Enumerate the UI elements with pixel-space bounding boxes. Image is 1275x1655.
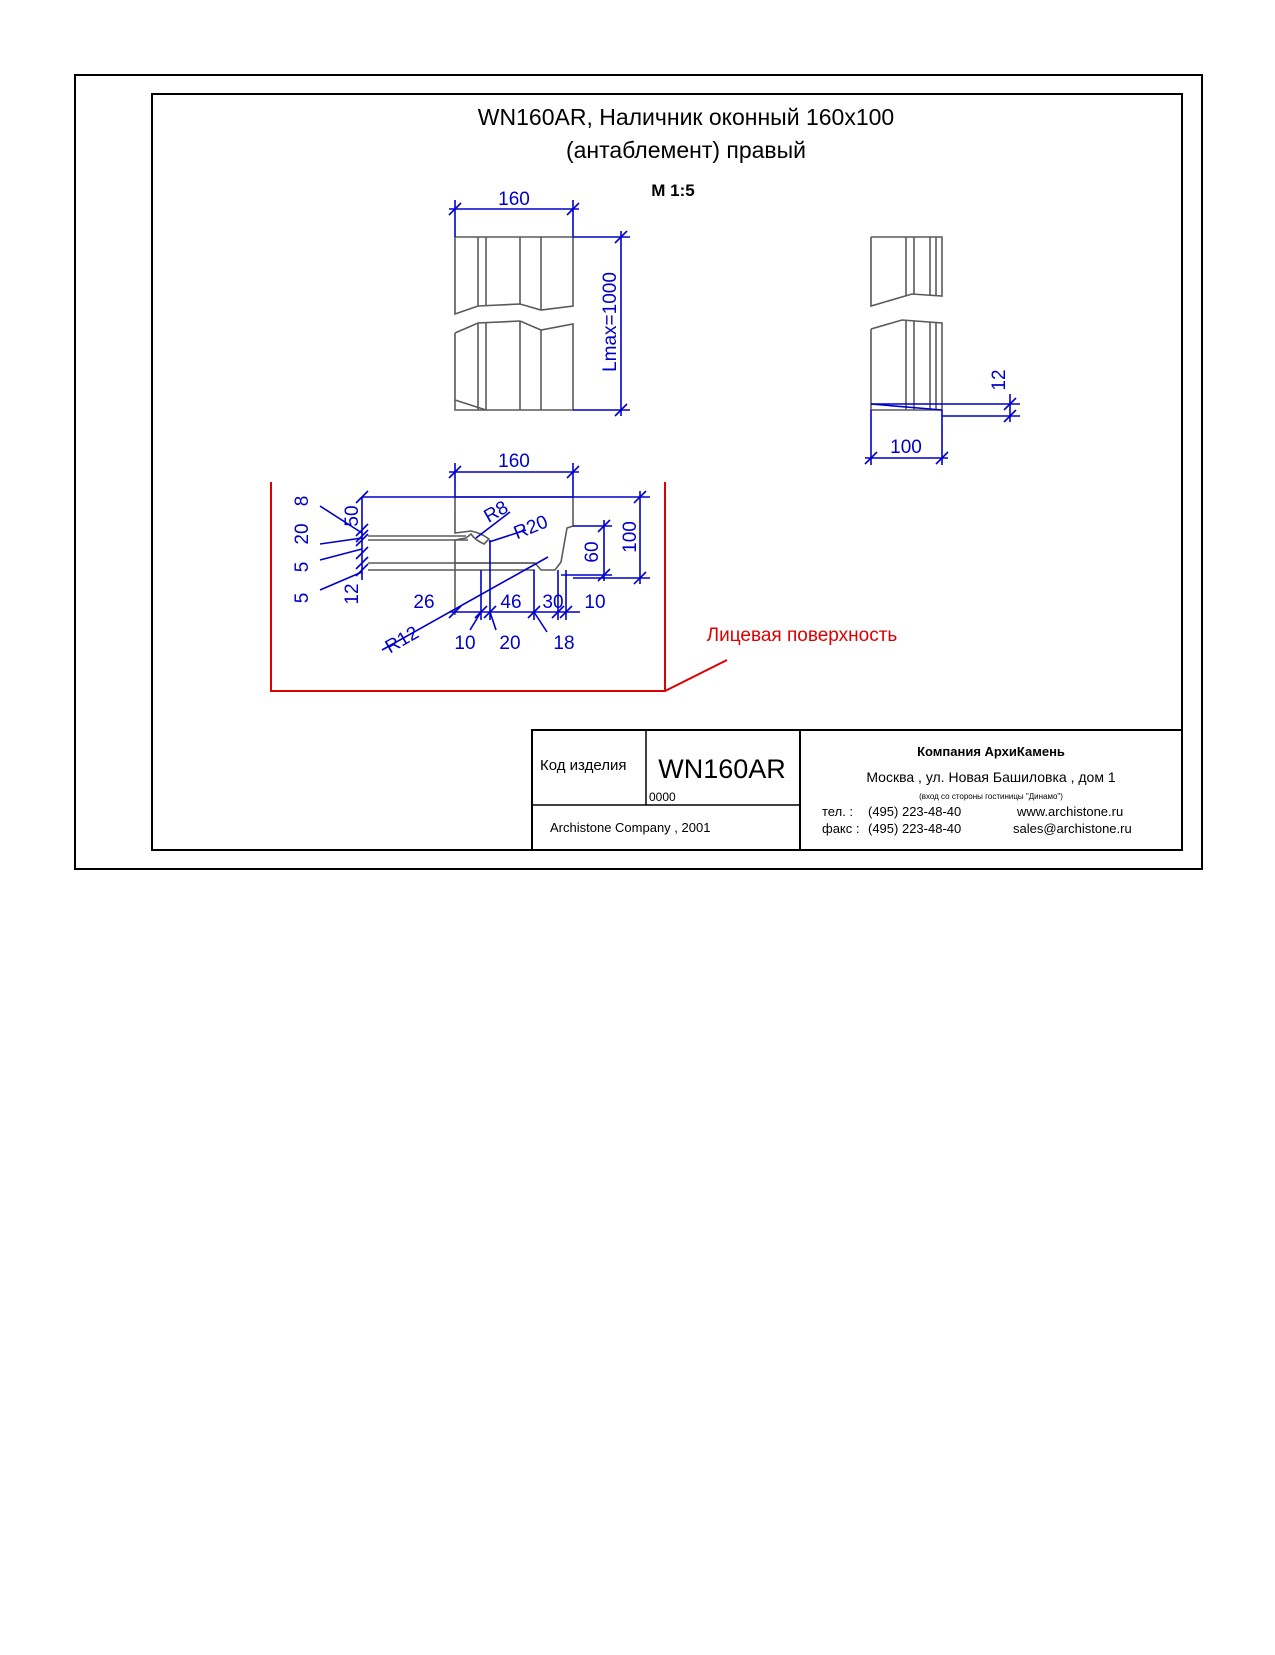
radius-r12-label: R12 — [382, 622, 423, 658]
face-surface-marker — [270, 482, 728, 692]
title-line-1: WN160AR, Наличник оконный 160x100 — [478, 104, 894, 130]
dim-30-label: 30 — [542, 592, 563, 613]
dim-26-label: 26 — [413, 592, 434, 613]
product-code-label: Код изделия — [540, 757, 626, 774]
scale-label: M 1:5 — [651, 181, 694, 200]
dim-10-bottom-label: 10 — [454, 633, 475, 654]
cross-section: 160 100 60 R8 R20 R12 — [270, 451, 898, 692]
section-60-dimension — [561, 519, 612, 582]
side-view: 12 100 — [864, 236, 1020, 465]
radius-leaders — [381, 511, 549, 651]
inner-frame — [151, 93, 1183, 851]
front-length-dimension — [573, 230, 630, 417]
section-60-label: 60 — [582, 541, 603, 562]
tel-label: тел. : — [822, 804, 853, 819]
outer-frame — [74, 74, 1203, 870]
side-width-dimension — [864, 410, 949, 465]
dim-50-label: 50 — [342, 505, 363, 526]
section-height-label: 100 — [620, 521, 641, 553]
section-width-dimension — [448, 463, 580, 497]
dim-20-left-label: 20 — [292, 523, 313, 544]
front-view: 160 Lmax=1000 — [448, 189, 630, 417]
title-block: Код изделия WN160AR 0000 Archistone Comp… — [531, 729, 1183, 851]
dim-5a-label: 5 — [292, 562, 313, 573]
dim-18-label: 18 — [553, 633, 574, 654]
copyright-text: Archistone Company , 2001 — [550, 820, 710, 835]
email-link[interactable]: sales@archistone.ru — [1013, 821, 1132, 836]
dim-10-right-label: 10 — [584, 592, 605, 613]
entrance-note: (вход со стороны гостиницы "Динамо") — [919, 792, 1063, 801]
side-view-upper-piece — [870, 236, 943, 308]
dim-20-bottom-label: 20 — [499, 633, 520, 654]
company-name: Компания АрхиКамень — [917, 744, 1065, 759]
radius-r8-label: R8 — [480, 497, 512, 527]
section-profile — [368, 496, 574, 615]
side-chamfer-label: 12 — [989, 369, 1010, 390]
website-link[interactable]: www.archistone.ru — [1016, 804, 1123, 819]
company-address: Москва , ул. Новая Башиловка , дом 1 — [866, 769, 1115, 785]
product-code-value: WN160AR — [658, 754, 786, 784]
fax-value: (495) 223-48-40 — [868, 821, 961, 836]
dim-5b-label: 5 — [292, 593, 313, 604]
front-width-label: 160 — [498, 189, 530, 210]
side-width-label: 100 — [890, 437, 922, 458]
front-width-dimension — [448, 200, 580, 237]
title-line-2: (антаблемент) правый — [566, 137, 806, 163]
dim-46-label: 46 — [500, 592, 521, 613]
side-view-lower-piece — [870, 319, 943, 411]
side-chamfer-dimension — [870, 394, 1020, 423]
left-dimension-chain — [319, 490, 369, 591]
dim-12-label: 12 — [342, 583, 363, 604]
section-height-dimension — [362, 490, 650, 585]
fax-label: факс : — [822, 821, 859, 836]
radius-r20-label: R20 — [511, 512, 551, 545]
tel-value: (495) 223-48-40 — [868, 804, 961, 819]
bottom-dimension-chain — [448, 540, 580, 633]
product-code-number: 0000 — [649, 790, 676, 804]
dim-8-label: 8 — [292, 496, 313, 507]
front-view-upper-piece — [454, 236, 574, 316]
section-width-label: 160 — [498, 451, 530, 472]
front-length-label: Lmax=1000 — [600, 272, 621, 372]
face-surface-label: Лицевая поверхность — [707, 625, 898, 646]
front-view-lower-piece — [454, 320, 574, 411]
